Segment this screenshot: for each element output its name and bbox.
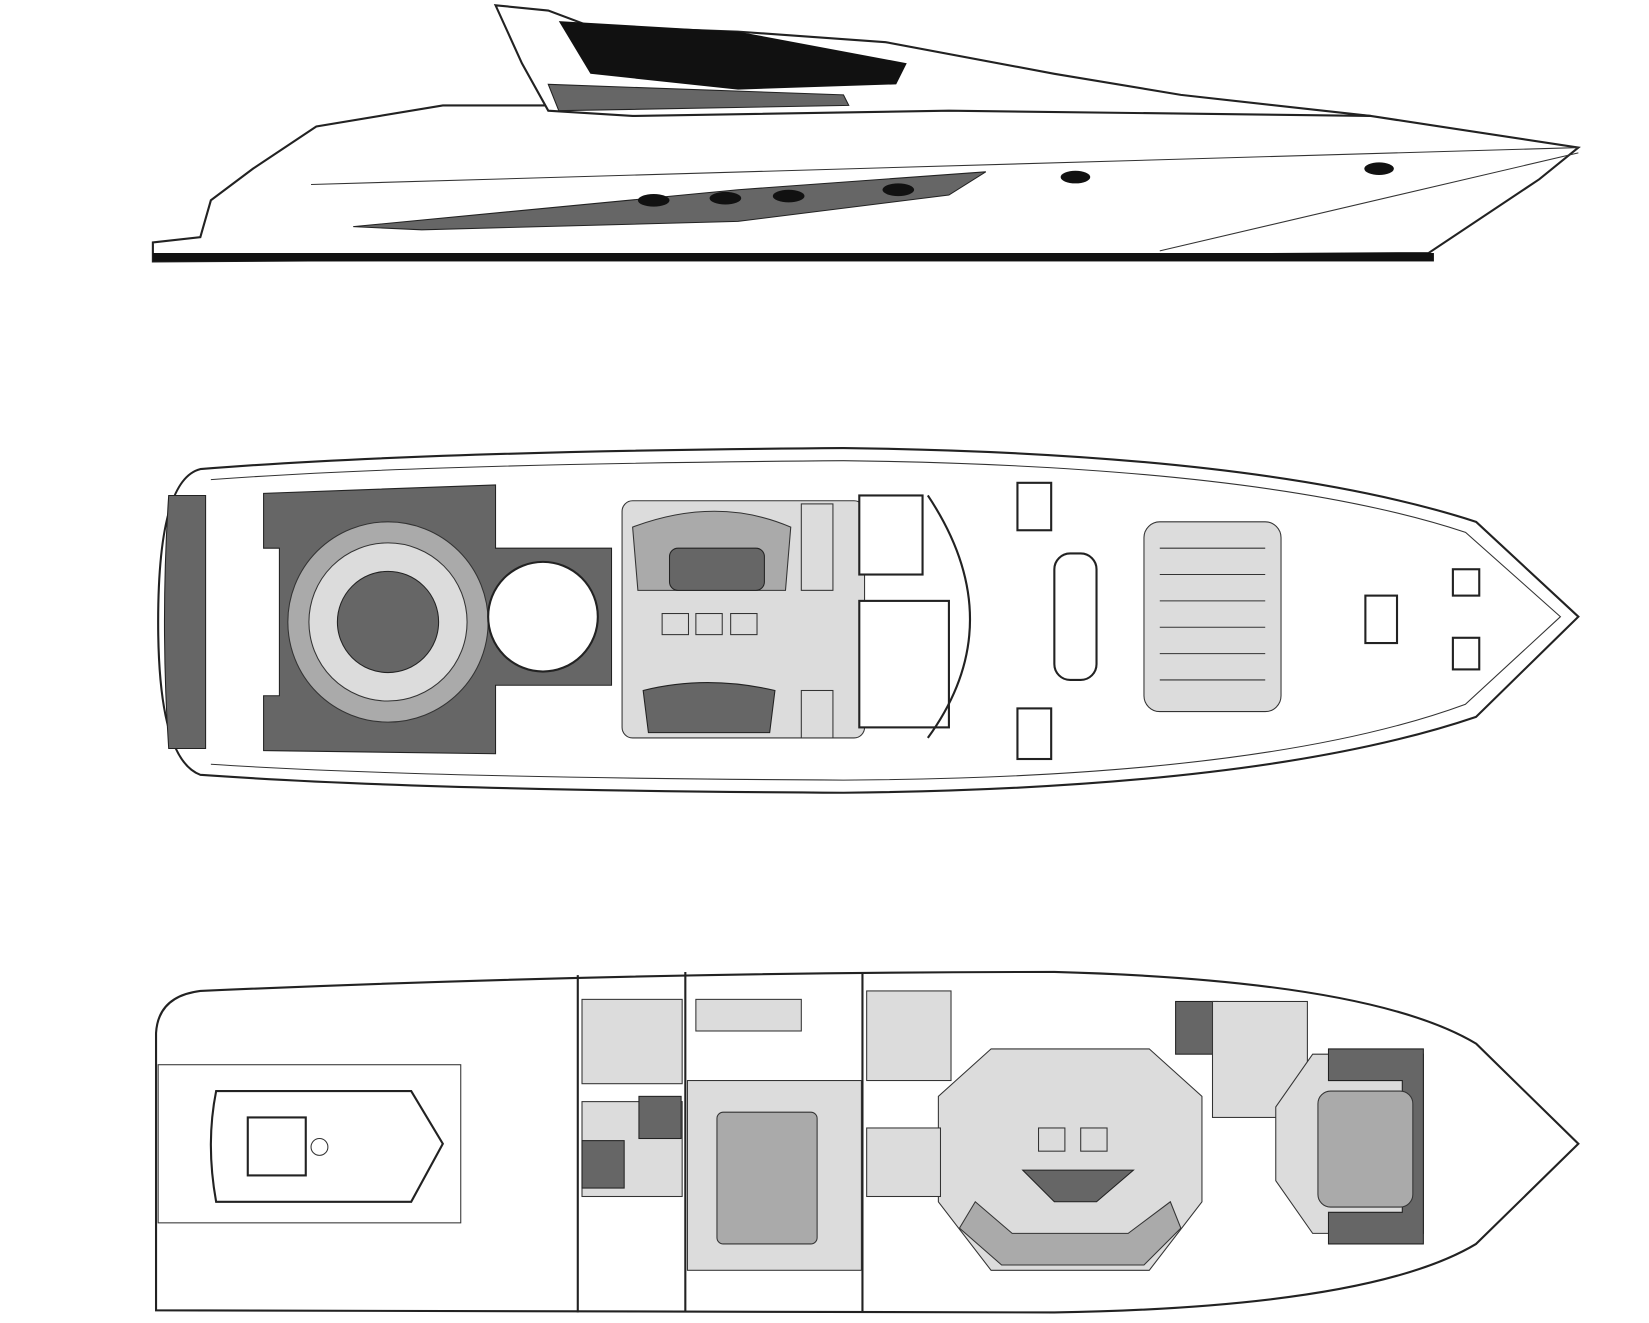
shower-grid <box>1175 1000 1219 1055</box>
tender <box>209 1090 445 1203</box>
tender-garage <box>157 1064 462 1224</box>
porthole-icon <box>772 189 805 203</box>
companionway <box>858 599 950 729</box>
profile-cockpit-window <box>547 83 850 112</box>
main-deck-view <box>157 446 1580 794</box>
porthole-icon <box>709 191 742 205</box>
cockpit-seat-aft <box>642 682 776 734</box>
cockpit-stool <box>695 613 723 636</box>
saloon-chair <box>1080 1127 1108 1152</box>
cleat-box <box>1451 568 1481 597</box>
shower-grid <box>581 1140 625 1189</box>
deck-inner-outline <box>210 460 1562 781</box>
saloon-sofa <box>958 1200 1182 1266</box>
helm-seat <box>800 503 834 591</box>
aft-cabin-sofa <box>695 998 802 1032</box>
cockpit-table <box>668 547 765 591</box>
profile-hull-window <box>353 171 987 231</box>
porthole-icon <box>637 193 670 207</box>
cleat-box <box>1451 636 1481 671</box>
crew-head <box>581 998 683 1085</box>
foredeck-skylight <box>1053 552 1098 682</box>
sunpad-slats <box>1159 547 1266 681</box>
saloon-table <box>1021 1169 1135 1203</box>
porthole-icon <box>1060 170 1091 184</box>
deck-hatch <box>1016 707 1053 761</box>
cockpit-hatch <box>487 560 599 673</box>
tender-wheel <box>310 1137 329 1156</box>
porthole-icon <box>882 183 915 197</box>
porthole-icon <box>1364 162 1394 175</box>
deck-hatch <box>1016 481 1053 532</box>
saloon-chair <box>1038 1127 1066 1152</box>
helm-seat <box>800 689 834 739</box>
galley <box>866 990 952 1082</box>
anchor-hatch <box>1364 594 1399 645</box>
shower-grid <box>638 1095 682 1140</box>
profile-waterline <box>1159 152 1579 252</box>
stairs <box>866 1127 942 1198</box>
windscreen-outline <box>926 494 971 739</box>
aft-cabin-bed <box>716 1111 818 1245</box>
profile-boot-stripe <box>152 253 1434 262</box>
cockpit-stool <box>661 613 690 636</box>
lower-deck-view <box>154 970 1580 1314</box>
profile-windscreen <box>558 21 907 90</box>
tender-console <box>246 1116 307 1177</box>
helm-console <box>858 494 924 576</box>
aft-table <box>336 570 440 674</box>
profile-sheer-line <box>311 147 1579 186</box>
profile-view <box>151 4 1581 263</box>
foredeck-sunpad <box>1143 521 1282 713</box>
cockpit-stool <box>730 613 758 636</box>
fwd-cabin-bed <box>1317 1090 1414 1208</box>
